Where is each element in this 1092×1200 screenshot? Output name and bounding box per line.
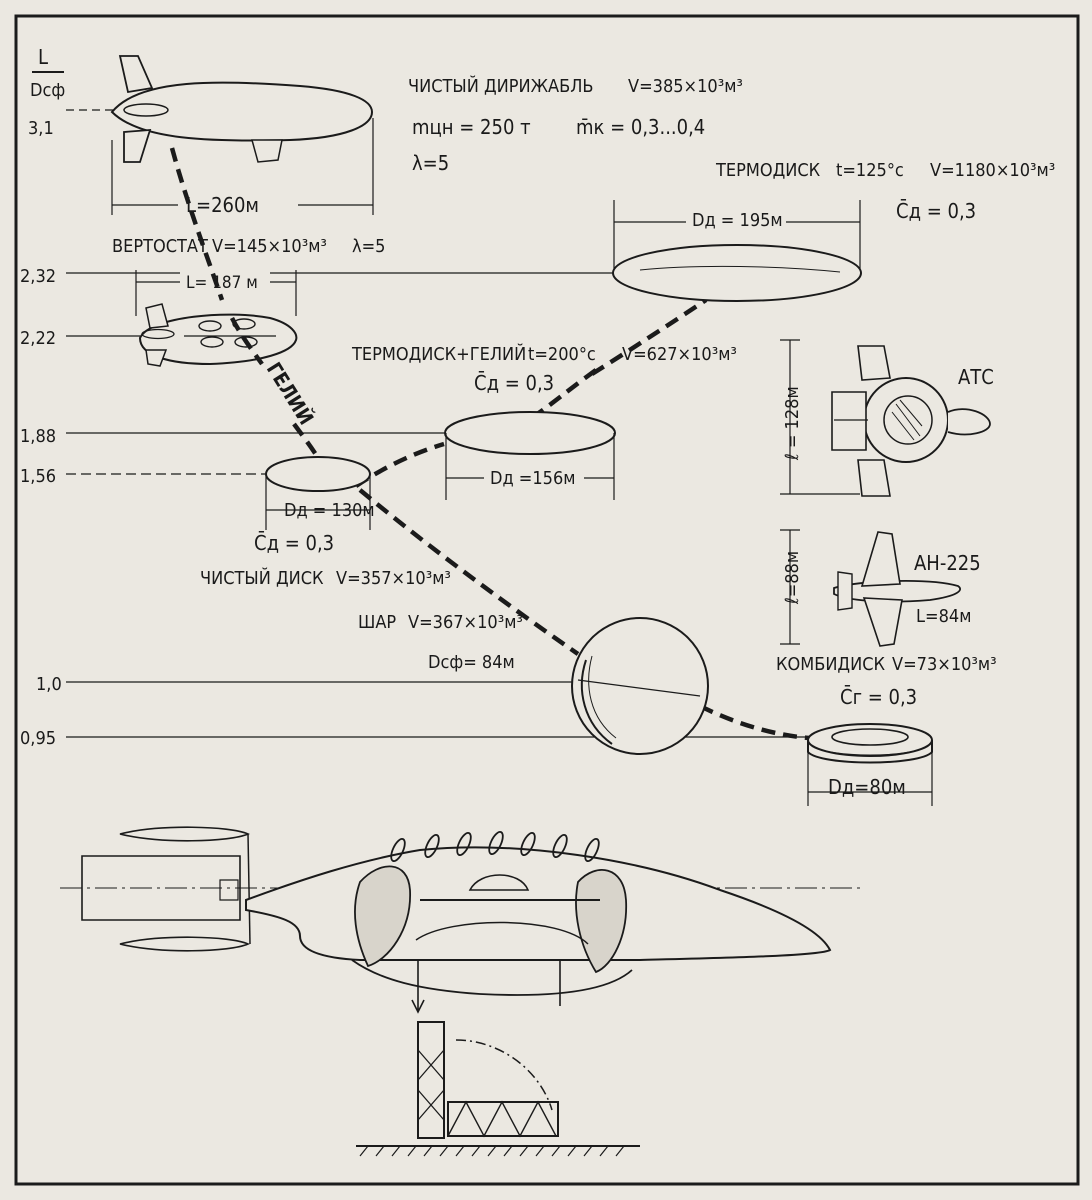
sphere-diameter-line: [577, 679, 701, 697]
sphere-shape: [571, 617, 709, 755]
ats-length: ℓ = 128м: [782, 386, 803, 461]
combidisk-diameter: Dд=80м: [828, 775, 906, 799]
an225-label: АН-225: [914, 551, 981, 575]
airship-title: ЧИСТЫЙ ДИРИЖАБЛЬ: [408, 75, 594, 97]
tick-1-88: 1,88: [20, 426, 56, 447]
sphere-volume: V=367×10³м³: [408, 612, 523, 633]
thermodisk-volume: V=1180×10³м³: [930, 160, 1055, 181]
airship-length: L=260м: [186, 193, 259, 217]
combidisk-coef: C̄г = 0,3: [840, 684, 917, 709]
reference-lines: [66, 109, 810, 738]
axis-label-top: L: [38, 45, 48, 69]
an225-span: L=84м: [916, 606, 971, 627]
ats-label: АТС: [958, 365, 994, 389]
vertostat-drawing: [138, 303, 298, 367]
pure-disk-coef: C̄д = 0,3: [254, 530, 334, 555]
thermodisk-coef: C̄д = 0,3: [896, 198, 976, 223]
pure-disk-shape: [265, 456, 371, 492]
an225-length: ℓ=88м: [782, 551, 803, 605]
thermodisk-title: ТЕРМОДИСК: [715, 160, 821, 181]
tick-1-56: 1,56: [20, 466, 56, 487]
thermodisk-shape: [612, 244, 862, 302]
pure-disk-volume: V=357×10³м³: [336, 568, 451, 589]
vertostat-volume: V=145×10³м³: [212, 236, 327, 257]
airship-mk: m̄к = 0,3...0,4: [576, 115, 705, 139]
ats-drawing: [831, 345, 991, 497]
thermodisk-helium-coef: C̄д = 0,3: [474, 370, 554, 395]
tick-0-95: 0,95: [20, 728, 56, 749]
airship-volume: V=385×10³м³: [628, 76, 743, 97]
sphere-diameter: Dсф= 84м: [428, 652, 515, 673]
airship-lambda: λ=5: [412, 151, 449, 175]
vertostat-lambda: λ=5: [352, 236, 385, 257]
combidisk-volume: V=73×10³м³: [892, 654, 997, 675]
thermodisk-helium-temp: t=200°c: [528, 344, 596, 365]
airship-mass: mцн = 250 т: [412, 115, 531, 139]
sphere-title: ШАР: [358, 612, 396, 633]
pure-disk-title: ЧИСТЫЙ ДИСК: [200, 567, 324, 589]
thermodisk-helium-shape: [444, 411, 616, 455]
vertostat-title: ВЕРТОСТАТ: [112, 236, 208, 257]
an225-drawing: [833, 531, 961, 647]
airship-drawing: [110, 55, 374, 163]
thermodisk-helium-volume: V=627×10³м³: [622, 344, 737, 365]
thermodisk-temp: t=125°c: [836, 160, 904, 181]
thermodisk-diameter: Dд = 195м: [692, 210, 783, 231]
combidisk-drawing: [807, 723, 933, 764]
axis-label-bottom: Dсф: [30, 80, 65, 101]
tick-3-1: 3,1: [28, 118, 54, 139]
tick-2-22: 2,22: [20, 328, 56, 349]
thermodisk-helium-title: ТЕРМОДИСК+ГЕЛИЙ: [351, 343, 526, 365]
pure-disk-diameter: Dд = 130м: [284, 500, 375, 521]
disk-vehicle-drawing: [60, 826, 860, 1157]
tick-2-32: 2,32: [20, 266, 56, 287]
thermodisk-helium-diameter: Dд =156м: [490, 468, 576, 489]
tick-1-0: 1,0: [36, 674, 62, 695]
vertostat-length: L= 187 м: [186, 273, 258, 293]
helium-label: ГЕЛИЙ: [262, 358, 319, 429]
frame-border: [14, 14, 1080, 1186]
combidisk-title: КОМБИДИСК: [776, 654, 886, 675]
